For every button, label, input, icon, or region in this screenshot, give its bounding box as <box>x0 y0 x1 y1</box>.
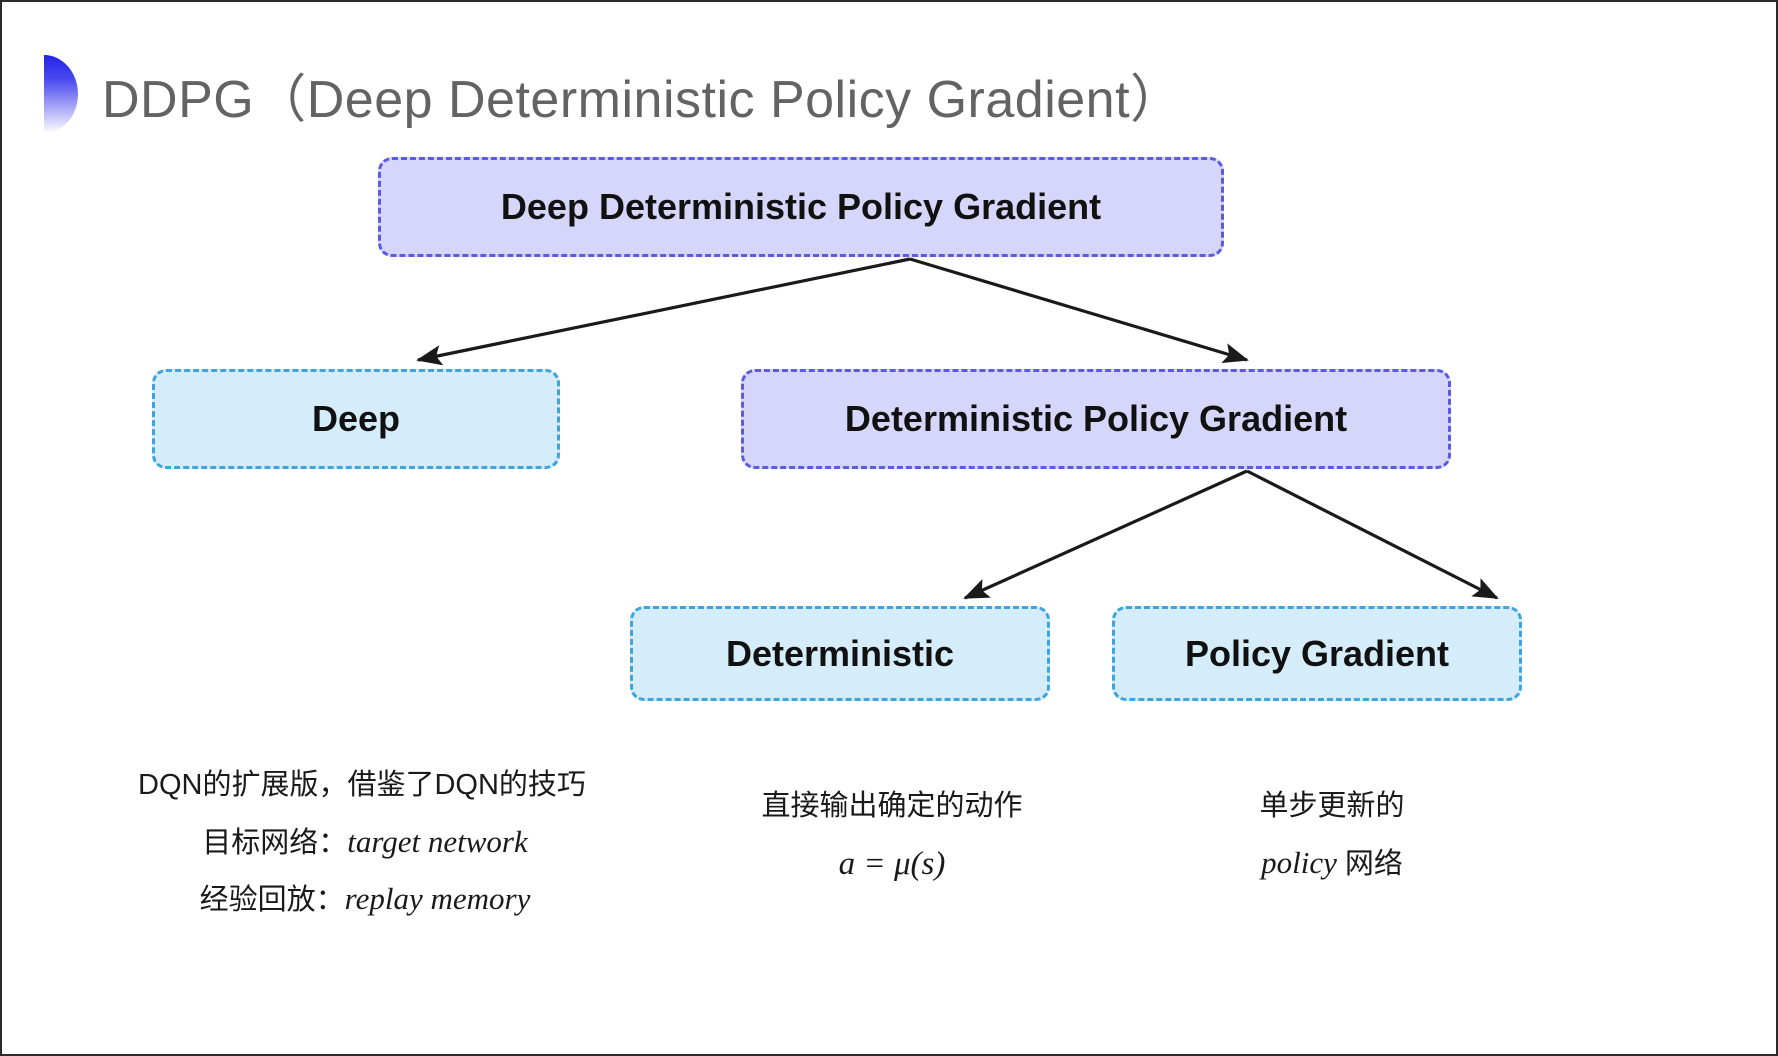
edge-dpg-deterministic <box>963 469 1248 600</box>
page-title-text: DDPG（Deep Deterministic Policy Gradient） <box>102 70 1183 129</box>
caption-deep: DQN的扩展版，借鉴了DQN的技巧 目标网络：target network 经验… <box>132 759 592 928</box>
edge-dpg-policy-gradient <box>1246 469 1499 600</box>
node-label: Deep <box>311 398 401 440</box>
caption-deterministic-formula: a = μ(s) <box>838 845 946 882</box>
caption-deep-line3-term: replay memory <box>344 881 531 917</box>
edge-root-deep <box>416 257 911 366</box>
node-label: Deterministic Policy Gradient <box>844 398 1348 440</box>
edge-root-dpg <box>909 257 1249 364</box>
node-label: Policy Gradient <box>1184 632 1450 674</box>
caption-policy-gradient-suffix: 网络 <box>1336 847 1403 880</box>
half-ellipse-gradient-icon <box>44 55 78 133</box>
caption-policy-gradient-line2: policy 网络 <box>1182 834 1482 892</box>
node-label: Deep Deterministic Policy Gradient <box>500 186 1102 228</box>
node-deep-deterministic-policy-gradient[interactable]: Deep Deterministic Policy Gradient <box>378 157 1224 257</box>
caption-deterministic-line1: 直接输出确定的动作 <box>761 790 1023 822</box>
caption-deep-line1: DQN的扩展版，借鉴了DQN的技巧 <box>138 769 586 801</box>
caption-deep-line2-term: target network <box>347 823 528 859</box>
caption-deep-line2: 目标网络：target network <box>132 813 592 871</box>
node-deterministic-policy-gradient[interactable]: Deterministic Policy Gradient <box>741 369 1451 469</box>
caption-policy-gradient-line1: 单步更新的 <box>1259 790 1405 822</box>
node-deterministic[interactable]: Deterministic <box>630 606 1050 701</box>
node-policy-gradient[interactable]: Policy Gradient <box>1112 606 1522 701</box>
caption-deep-line3: 经验回放：replay memory <box>132 870 592 928</box>
caption-policy-gradient-term: policy <box>1261 844 1337 880</box>
caption-deterministic: 直接输出确定的动作 a = μ(s) <box>702 780 1082 895</box>
page-title: DDPG（Deep Deterministic Policy Gradient） <box>2 54 1183 134</box>
node-label: Deterministic <box>725 632 955 674</box>
caption-deep-line3-label: 经验回放： <box>199 884 345 917</box>
node-deep[interactable]: Deep <box>152 369 560 469</box>
caption-deep-line2-label: 目标网络： <box>202 826 348 859</box>
caption-policy-gradient: 单步更新的 policy 网络 <box>1182 780 1482 891</box>
